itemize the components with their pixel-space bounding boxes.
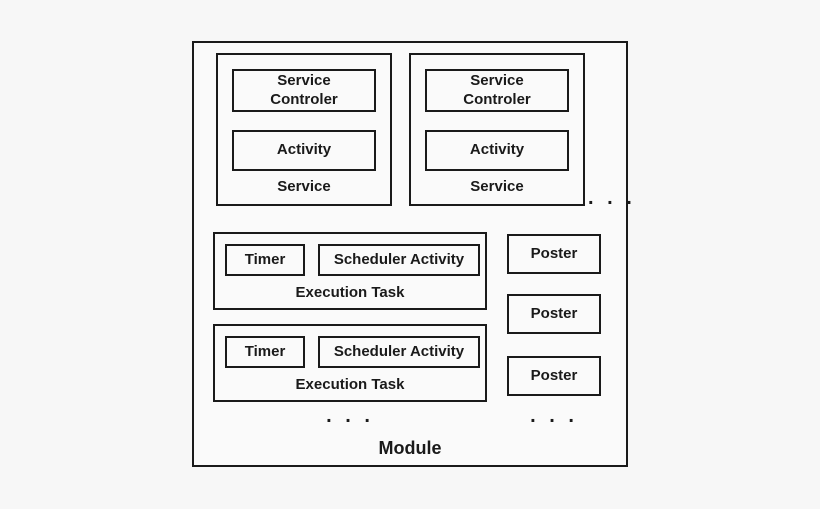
service-controller-line2: Controler (270, 90, 338, 108)
service-controller-line2: Controler (463, 90, 531, 108)
timer-label-1: Timer (244, 250, 286, 268)
scheduler-activity-box-2: Scheduler Activity (318, 336, 480, 368)
execution-task-label-1: Execution Task (295, 284, 405, 302)
execution-task-box-2: Timer Scheduler Activity Execution Task (213, 324, 487, 402)
service-controller-label-1: Service Controler (270, 72, 338, 110)
poster-box-1: Poster (507, 234, 601, 274)
activity-label-1: Activity (276, 141, 332, 159)
activity-box-2: Activity (425, 130, 569, 171)
service-label-2: Service (470, 178, 524, 196)
execution-task-label-2: Execution Task (295, 376, 405, 394)
scheduler-activity-label-1: Scheduler Activity (333, 250, 465, 268)
poster-box-3: Poster (507, 356, 601, 396)
timer-label-2: Timer (244, 342, 286, 360)
service-box-2: Service Controler Activity Service (409, 53, 585, 206)
service-controller-label-2: Service Controler (463, 72, 531, 110)
activity-box-1: Activity (232, 130, 376, 171)
execution-tasks-more-ellipsis: . . . (326, 405, 374, 427)
module-box: Service Controler Activity Service Servi… (192, 41, 636, 467)
service-controller-line1: Service (470, 71, 524, 89)
service-box-1: Service Controler Activity Service (216, 53, 392, 206)
service-label-1: Service (277, 178, 331, 196)
module-label: Module (378, 437, 442, 458)
service-controller-line1: Service (277, 71, 331, 89)
poster-label-1: Poster (530, 244, 578, 262)
activity-label-2: Activity (469, 141, 525, 159)
scheduler-activity-label-2: Scheduler Activity (333, 342, 465, 360)
service-controller-box-2: Service Controler (425, 69, 569, 112)
execution-task-box-1: Timer Scheduler Activity Execution Task (213, 232, 487, 310)
scheduler-activity-box-1: Scheduler Activity (318, 244, 480, 276)
poster-label-2: Poster (530, 304, 578, 322)
poster-label-3: Poster (530, 366, 578, 384)
service-controller-box-1: Service Controler (232, 69, 376, 112)
timer-box-1: Timer (225, 244, 305, 276)
services-more-ellipsis: . . . (588, 187, 636, 209)
posters-more-ellipsis: . . . (530, 405, 578, 427)
poster-box-2: Poster (507, 294, 601, 334)
timer-box-2: Timer (225, 336, 305, 368)
